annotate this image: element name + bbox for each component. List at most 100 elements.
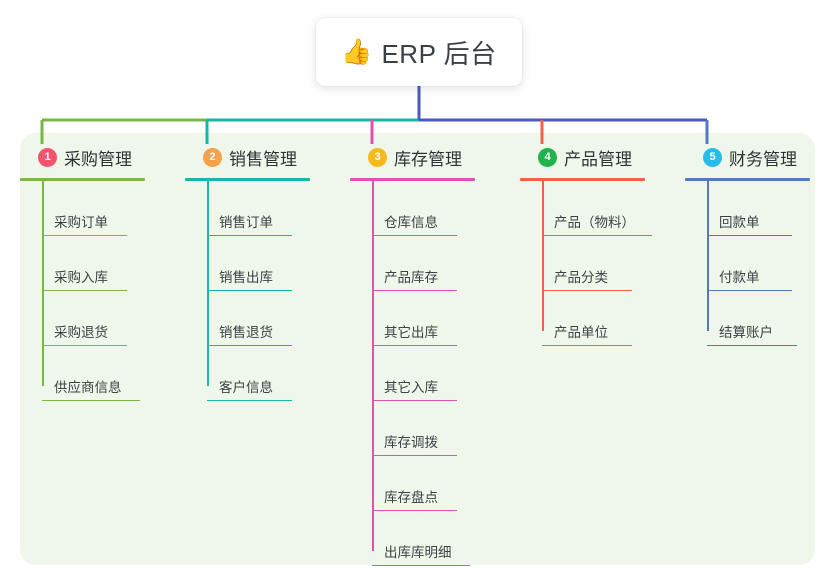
leaf-underline [707,344,797,346]
column-header-5[interactable]: 5 财务管理 [685,144,810,170]
leaf-underline [707,289,792,291]
leaf-label: 采购订单 [54,214,108,230]
column-badge-4: 4 [538,147,557,167]
leaf-label: 产品库存 [384,269,438,285]
column-header-1[interactable]: 1 采购管理 [20,144,145,170]
column-underline-5 [685,178,810,181]
column-3: 3 库存管理仓库信息产品库存其它出库其它入库库存调拨库存盘点出库库明细 [350,144,475,566]
column-header-4[interactable]: 4 产品管理 [520,144,652,170]
leaf-item[interactable]: 供应商信息 [20,346,145,401]
thumbs-up-icon: 👍 [341,37,373,66]
leaf-underline [372,509,457,511]
leaf-label: 销售订单 [219,214,273,230]
leaf-label: 库存调拨 [384,434,438,450]
column-title-3: 库存管理 [394,149,462,169]
column-1: 1 采购管理采购订单采购入库采购退货供应商信息 [20,144,145,401]
leaf-item[interactable]: 采购订单 [20,181,145,236]
leaf-item[interactable]: 其它出库 [350,291,475,346]
column-title-2: 销售管理 [229,149,297,169]
leaf-item[interactable]: 销售退货 [185,291,310,346]
column-title-4: 产品管理 [564,149,632,169]
leaf-underline [372,564,470,566]
leaf-spine-3 [372,181,374,551]
leaf-item[interactable]: 产品库存 [350,236,475,291]
leaf-underline [42,344,127,346]
leaf-spine-5 [707,181,709,331]
leaf-item[interactable]: 采购退货 [20,291,145,346]
leaf-underline [42,399,140,401]
column-5: 5 财务管理回款单付款单结算账户 [685,144,810,346]
leaf-label: 采购退货 [54,324,108,340]
leaf-item[interactable]: 付款单 [685,236,810,291]
leaf-item[interactable]: 结算账户 [685,291,810,346]
leaf-label: 产品分类 [554,269,608,285]
column-header-2[interactable]: 2 销售管理 [185,144,310,170]
column-underline-2 [185,178,310,181]
column-2: 2 销售管理销售订单销售出库销售退货客户信息 [185,144,310,401]
leaf-underline [207,344,292,346]
leaf-label: 采购入库 [54,269,108,285]
column-title-1: 采购管理 [64,149,132,169]
leaf-item[interactable]: 销售订单 [185,181,310,236]
column-underline-1 [20,178,145,181]
leaf-item[interactable]: 客户信息 [185,346,310,401]
leaf-label: 客户信息 [219,379,273,395]
leaf-underline [207,289,292,291]
column-header-3[interactable]: 3 库存管理 [350,144,475,170]
leaf-spine-1 [42,181,44,386]
leaf-underline [207,234,292,236]
leaf-list-1: 采购订单采购入库采购退货供应商信息 [20,181,145,401]
leaf-item[interactable]: 回款单 [685,181,810,236]
column-4: 4 产品管理产品（物料） 产品分类产品单位 [520,144,652,346]
leaf-item[interactable]: 库存调拨 [350,401,475,456]
leaf-underline [372,344,457,346]
leaf-label: 销售出库 [219,269,273,285]
leaf-item[interactable]: 其它入库 [350,346,475,401]
column-badge-5: 5 [703,147,722,167]
leaf-list-3: 仓库信息产品库存其它出库其它入库库存调拨库存盘点出库库明细 [350,181,475,566]
leaf-label: 出库库明细 [384,544,452,560]
leaf-label: 库存盘点 [384,489,438,505]
leaf-label: 产品单位 [554,324,608,340]
leaf-underline [372,399,457,401]
column-underline-3 [350,178,475,181]
columns-panel-background [20,133,815,565]
column-title-5: 财务管理 [729,149,797,169]
leaf-underline [542,289,632,291]
root-title: ERP 后台 [381,38,497,69]
leaf-spine-4 [542,181,544,331]
column-badge-2: 2 [203,147,222,167]
leaf-item[interactable]: 销售出库 [185,236,310,291]
column-badge-1: 1 [38,147,57,167]
column-underline-4 [520,178,645,181]
root-node[interactable]: 👍 ERP 后台 [316,18,522,86]
leaf-item[interactable]: 出库库明细 [350,511,475,566]
leaf-item[interactable]: 仓库信息 [350,181,475,236]
leaf-underline [542,234,652,236]
leaf-item[interactable]: 库存盘点 [350,456,475,511]
leaf-item[interactable]: 产品单位 [520,291,652,346]
leaf-label: 付款单 [719,269,760,285]
column-badge-3: 3 [368,147,387,167]
leaf-label: 仓库信息 [384,214,438,230]
leaf-spine-2 [207,181,209,386]
leaf-underline [372,289,457,291]
leaf-underline [372,454,457,456]
leaf-underline [42,234,127,236]
leaf-item[interactable]: 产品（物料） [520,181,652,236]
leaf-label: 供应商信息 [54,379,122,395]
leaf-underline [542,344,632,346]
leaf-underline [372,234,457,236]
leaf-label: 其它出库 [384,324,438,340]
leaf-list-5: 回款单付款单结算账户 [685,181,810,346]
leaf-label: 结算账户 [719,324,773,340]
leaf-label: 产品（物料） [554,214,635,230]
leaf-underline [207,399,292,401]
leaf-underline [707,234,792,236]
leaf-item[interactable]: 采购入库 [20,236,145,291]
leaf-underline [42,289,127,291]
leaf-item[interactable]: 产品分类 [520,236,652,291]
leaf-label: 销售退货 [219,324,273,340]
leaf-list-4: 产品（物料） 产品分类产品单位 [520,181,652,346]
